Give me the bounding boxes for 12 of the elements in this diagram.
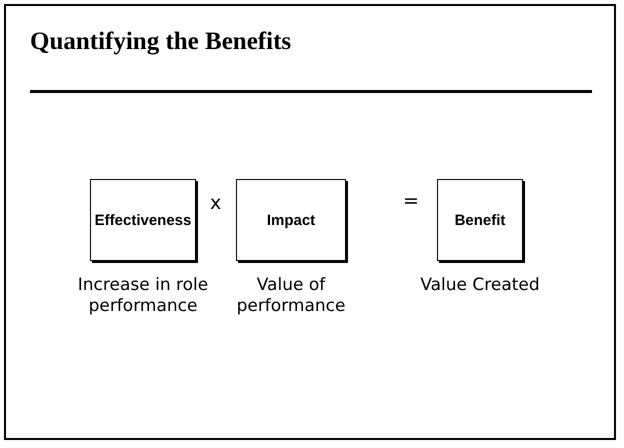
term-description: Value of performance bbox=[236, 275, 346, 317]
term-name: Impact bbox=[266, 212, 316, 228]
term-description: Value Created bbox=[419, 275, 541, 296]
term-box bbox=[90, 179, 196, 261]
operator-sign: x bbox=[210, 192, 222, 214]
term-box bbox=[236, 179, 346, 261]
operator-sign: = bbox=[403, 190, 419, 212]
term-box bbox=[437, 179, 523, 261]
term-description: Increase in role performance bbox=[76, 275, 210, 317]
slide-title: Quantifying the Benefits bbox=[30, 28, 292, 56]
term-name: Benefit bbox=[454, 212, 506, 228]
term-name: Effectiveness bbox=[94, 212, 192, 228]
